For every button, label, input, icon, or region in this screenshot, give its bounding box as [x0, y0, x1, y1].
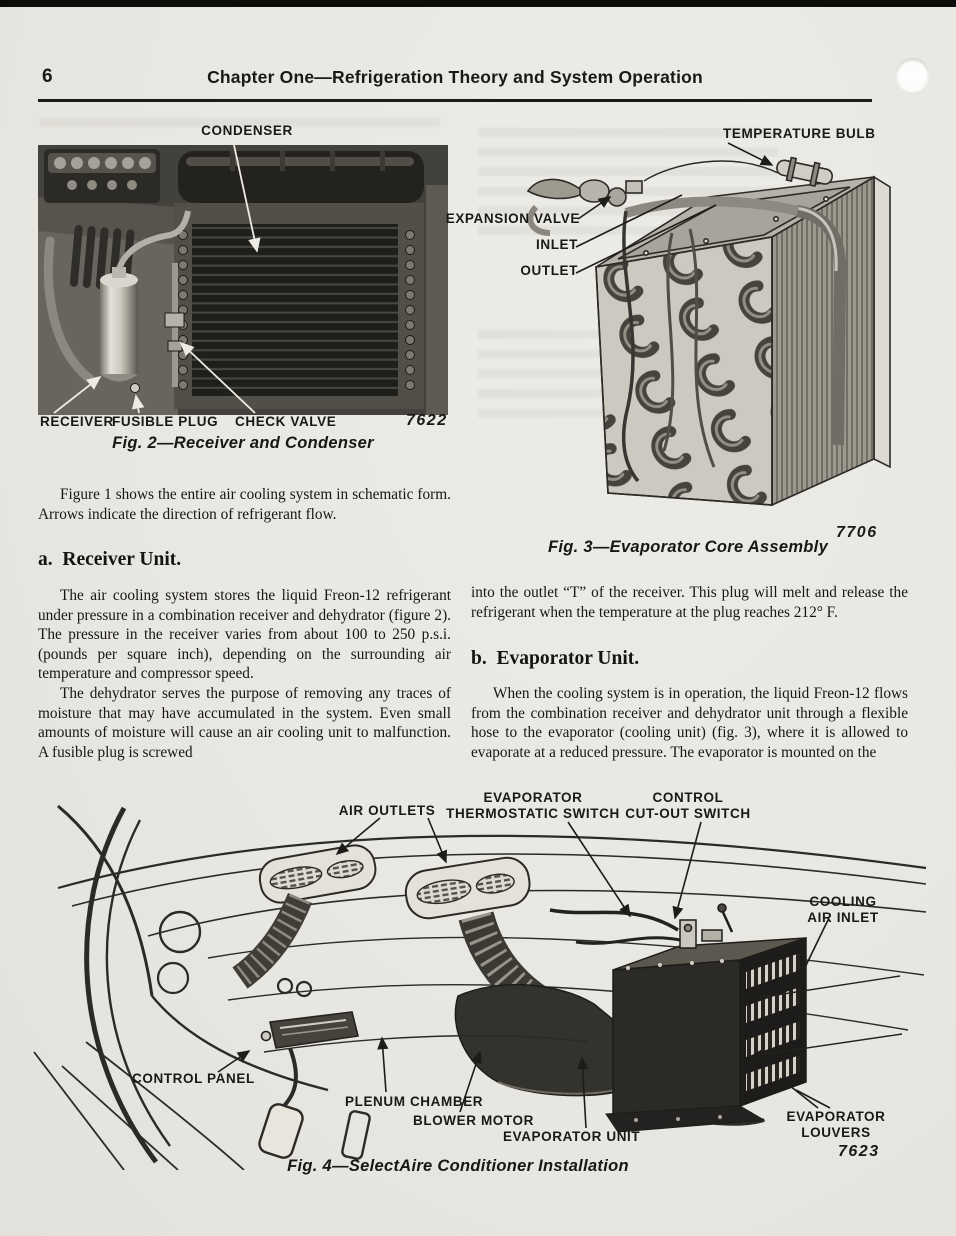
fig2-label-fusible-plug: FUSIBLE PLUG — [112, 414, 219, 429]
fig4-label-louvers-line2: LOUVERS — [801, 1125, 871, 1140]
punch-hole — [896, 58, 929, 91]
fig2-label-condenser: CONDENSER — [201, 123, 293, 138]
hose — [43, 236, 95, 384]
fig4-label-control-cutout-line2: CUT-OUT SWITCH — [625, 806, 751, 821]
scan-edge — [0, 0, 956, 7]
air-outlet-left — [258, 844, 377, 904]
fig3-label-temperature-bulb: TEMPERATURE BULB — [723, 126, 876, 141]
temperature-bulb-part — [776, 156, 834, 188]
evaporator-louvers-slots — [746, 953, 800, 1091]
page-number: 6 — [42, 66, 53, 87]
dash-knob — [295, 980, 313, 998]
chapter-title: Chapter One—Refrigeration Theory and Sys… — [207, 67, 703, 87]
right-column-continued: into the outlet “T” of the receiver. Thi… — [471, 583, 908, 622]
evaporator-core-drawing — [526, 156, 891, 507]
section-a-heading: a. Receiver Unit. — [38, 549, 182, 570]
fig4-label-evap-thermo-line1: EVAPORATOR — [483, 790, 583, 805]
condenser-core — [174, 203, 424, 409]
battery — [44, 149, 160, 203]
gauge — [156, 961, 190, 995]
fig2-leader-lines — [53, 145, 261, 414]
fig4-label-plenum-chamber: PLENUM CHAMBER — [345, 1094, 484, 1109]
left-column-text: The air cooling system stores the liquid… — [38, 586, 451, 762]
steering-wheel — [84, 806, 171, 1164]
switch-wiring — [549, 908, 679, 932]
fig4-label-cooling-line1: COOLING — [809, 894, 877, 909]
check-valve-part — [164, 263, 185, 387]
fig3-caption: Fig. 3—Evaporator Core Assembly — [547, 538, 829, 556]
header-rule — [38, 99, 872, 102]
paragraph: Figure 1 shows the entire air cooling sy… — [38, 486, 451, 523]
control-panel-part — [260, 1011, 359, 1049]
plenum-chamber-part — [454, 983, 629, 1097]
paragraph: into the outlet “T” of the receiver. Thi… — [471, 584, 908, 621]
right-column-text: When the cooling system is in operation,… — [471, 684, 908, 762]
fig3-label-expansion-valve: EXPANSION VALVE — [445, 211, 580, 226]
fig4-label-cooling-line2: AIR INLET — [807, 910, 879, 925]
fig2-label-check-valve: CHECK VALVE — [235, 414, 337, 429]
paragraph: The dehydrator serves the purpose of rem… — [38, 684, 451, 761]
fig4-label-control-panel: CONTROL PANEL — [132, 1071, 255, 1086]
fig3-label-outlet: OUTLET — [520, 263, 578, 278]
condenser-top-tank — [178, 151, 424, 203]
fig4-label-air-outlets: AIR OUTLETS — [338, 803, 436, 818]
receiver-tube — [116, 210, 191, 271]
fig4-label-blower-motor: BLOWER MOTOR — [413, 1113, 534, 1128]
fig3-illustration — [526, 142, 891, 507]
fig4-label-evap-thermo-line2: THERMOSTATIC SWITCH — [446, 806, 620, 821]
fig3-label-inlet: INLET — [536, 237, 578, 252]
fig4-leader-lines — [217, 817, 831, 1129]
fig3-leader-lines — [575, 142, 774, 274]
fig4-label-louvers-line1: EVAPORATOR — [786, 1109, 886, 1124]
fig4-label-evaporator-unit: EVAPORATOR UNIT — [503, 1129, 641, 1144]
pedals — [258, 1047, 371, 1160]
fig2-label-receiver: RECEIVER — [40, 414, 114, 429]
evaporator-unit-box — [605, 936, 807, 1133]
dashboard-drawing — [33, 804, 927, 1170]
fig4-illustration — [33, 804, 927, 1170]
cutout-switch-part — [679, 903, 734, 949]
fig4-caption: Fig. 4—SelectAire Conditioner Installati… — [287, 1157, 629, 1175]
fig2-photo — [38, 145, 448, 415]
fig2-caption: Fig. 2—Receiver and Condenser — [112, 434, 374, 452]
fig2-photo-number: 7622 — [406, 412, 448, 429]
expansion-valve-part — [526, 178, 643, 236]
fig4-label-control-cutout-line1: CONTROL — [652, 790, 724, 805]
fig3-photo-number: 7706 — [836, 524, 878, 541]
section-b-heading: b. Evaporator Unit. — [471, 648, 640, 669]
dash-knob — [276, 977, 294, 995]
paragraph: When the cooling system is in operation,… — [471, 685, 908, 761]
left-column-intro: Figure 1 shows the entire air cooling sy… — [38, 485, 451, 524]
fig4-photo-number: 7623 — [838, 1143, 880, 1160]
gauge — [158, 910, 202, 954]
air-outlet-right — [404, 856, 531, 920]
bleed-through — [40, 118, 440, 135]
fusible-plug-part — [130, 383, 140, 393]
receiver-cylinder — [100, 267, 140, 393]
paragraph: The air cooling system stores the liquid… — [38, 587, 451, 683]
